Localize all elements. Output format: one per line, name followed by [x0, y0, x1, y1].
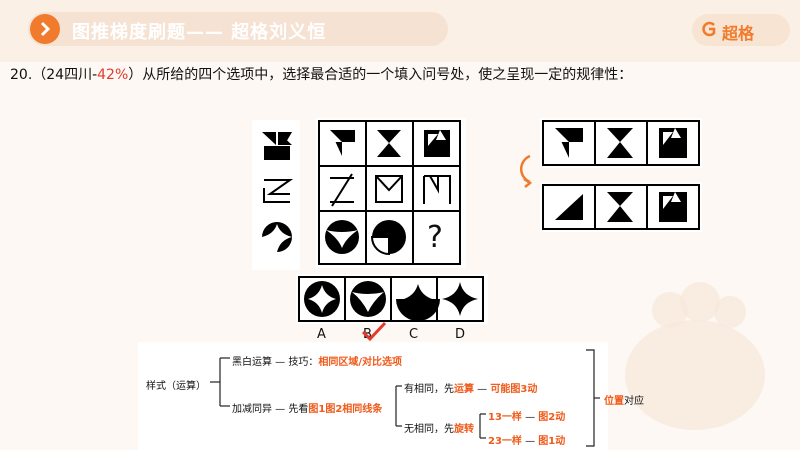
option-label-a: A: [317, 327, 326, 342]
play-icon[interactable]: [30, 14, 60, 44]
transform-cell-1-2: [594, 120, 648, 166]
title-pill: [28, 12, 448, 46]
mindmap-panel: [138, 342, 608, 450]
option-figure-d: [442, 282, 478, 316]
mascot-watermark: [625, 282, 765, 430]
first-look-highlight: 图1图2相同线条: [308, 404, 383, 415]
brand-logo-icon: [700, 20, 718, 42]
transform-cell-1-3: [646, 120, 700, 166]
reference-figure-1: [262, 132, 292, 160]
transform-figure-1-2: [607, 128, 633, 158]
transform-figures: [555, 128, 687, 222]
mindmap-root: 样式（运算）: [146, 381, 206, 392]
option-figures: [304, 281, 478, 321]
grid-figure-1-2: [377, 130, 401, 157]
mindmap-rule-2: 23一样 — 图1动: [488, 436, 566, 447]
option-label-d: D: [455, 327, 466, 342]
grid-figures: [325, 130, 451, 256]
tip-highlight: 相同区域/对比选项: [318, 357, 403, 368]
transform-figure-2-1: [555, 194, 583, 220]
grid-cell-2-1: [318, 165, 367, 212]
question-text: 20.（24四川-42%）从所给的四个选项中，选择最合适的一个填入问号处，使之呈…: [10, 67, 633, 83]
reference-figure-3: [262, 222, 292, 252]
grid-cell-3-3: [412, 210, 461, 265]
question-mark: ?: [427, 220, 443, 255]
mindmap-branch-2: 加减同异 — 先看图1图2相同线条: [232, 404, 383, 415]
option-label-c: C: [409, 327, 419, 342]
page-title: 图推梯度刷题—— 超格刘义恒: [72, 22, 327, 43]
option-figure-b: [350, 281, 386, 317]
transform-figure-2-3: [659, 192, 687, 222]
reference-figure-2: [263, 179, 294, 203]
transform-figure-2-2: [607, 192, 633, 222]
grid-figure-2-2: [375, 175, 403, 203]
mindmap-same-node: 有相同，先运算 — 可能图3动: [404, 384, 538, 395]
mindmap-final: 位置对应: [604, 396, 644, 407]
mindmap-rule-1: 13一样 — 图2动: [488, 412, 566, 423]
transform-figure-1-3: [659, 128, 687, 158]
grid-figure-2-3: [423, 175, 451, 204]
grid-figure-2-1: [330, 173, 354, 207]
mindmap-branch-1: 黑白运算 — 技巧：相同区域/对比选项: [232, 357, 403, 368]
option-figure-c: [396, 284, 440, 321]
grid-figure-1-1: [330, 130, 355, 156]
mindmap-lines: [210, 349, 600, 447]
brand-pill: [692, 14, 790, 46]
rotate-arrow-icon: [520, 154, 533, 188]
brand-name: 超格: [722, 24, 755, 43]
option-figure-a: [304, 281, 340, 317]
checkmark-icon: [361, 321, 387, 342]
mindmap-diff-node: 无相同，先旋转: [404, 424, 474, 435]
grid-figure-3-1: [325, 220, 359, 254]
question-percent: 42%: [97, 67, 129, 83]
grid-figure-1-3: [424, 130, 450, 157]
transform-figure-1-1: [555, 128, 583, 158]
grid-figure-3-2: [370, 220, 406, 256]
